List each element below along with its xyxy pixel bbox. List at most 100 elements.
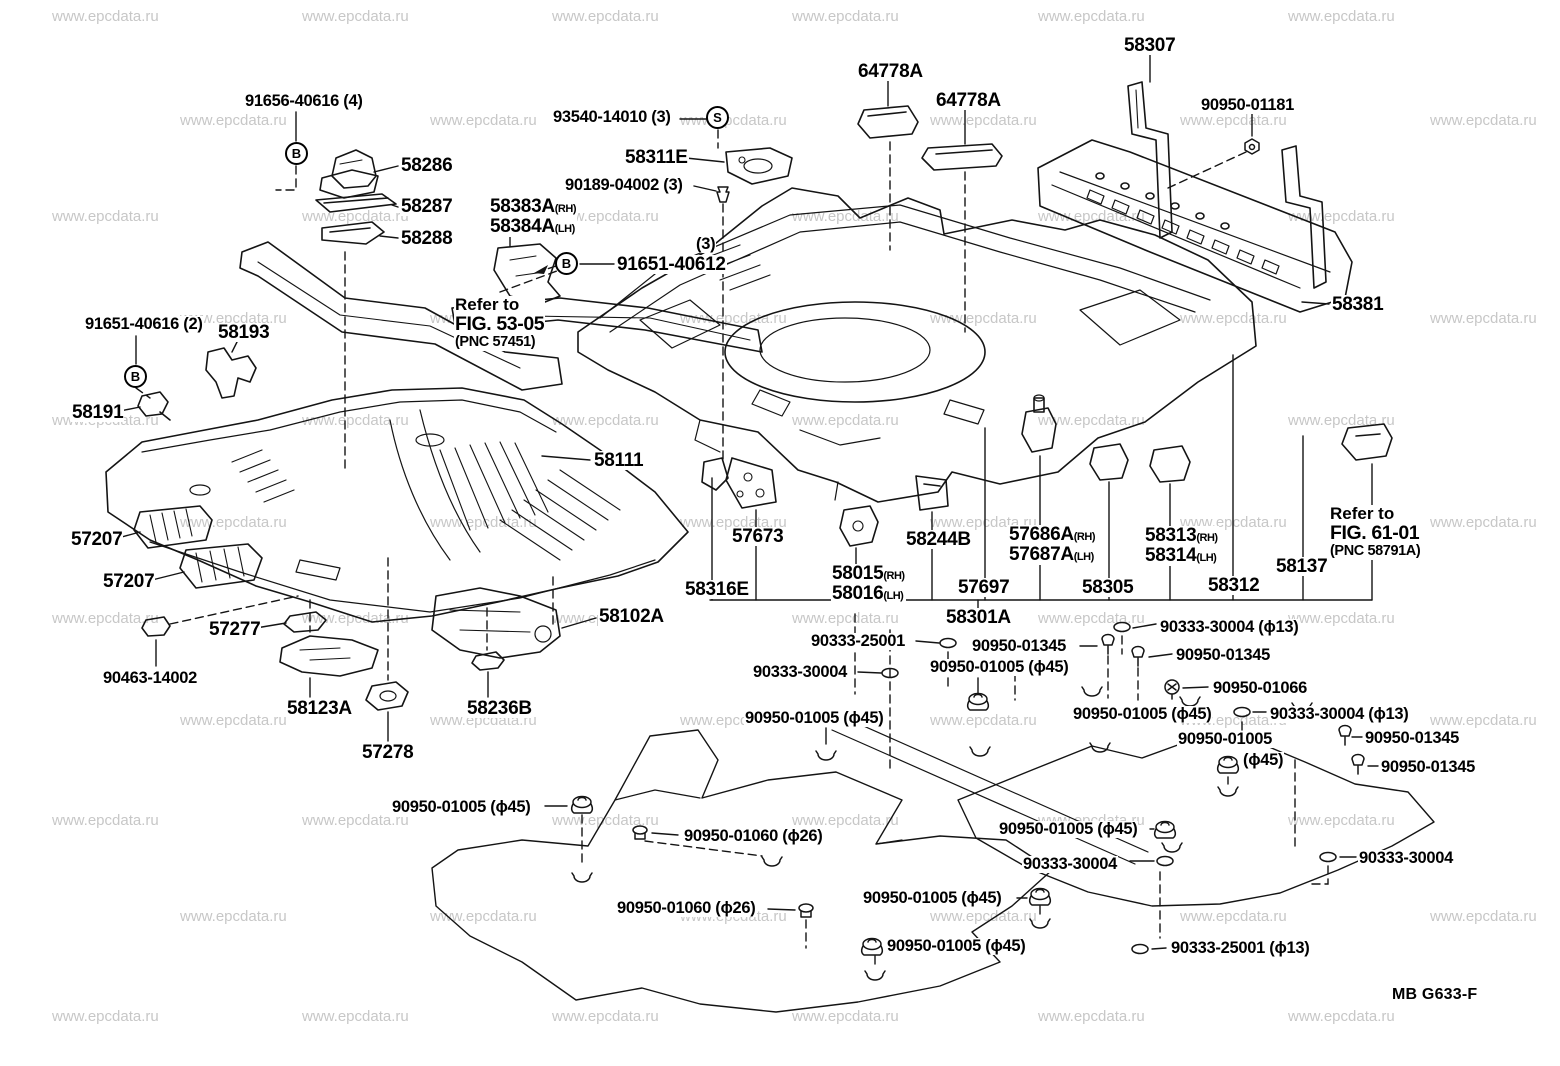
side-suffix: (LH) (1196, 552, 1217, 564)
fastener-label-90950-01005-c: 90950-01005 (ϕ45) (1072, 705, 1213, 723)
watermark: www.epcdata.ru (552, 1008, 659, 1025)
part-label-57278: 57278 (361, 742, 415, 763)
fastener-label-90950-01066: 90950-01066 (1212, 679, 1308, 697)
fastener-label-91651-40616: 91651-40616 (2) (84, 315, 204, 333)
fastener-label-90950-01005-h: 90950-01005 (ϕ45) (886, 937, 1027, 955)
part-label-58287: 58287 (400, 196, 454, 217)
fastener-label-90950-01005-a: 90950-01005 (ϕ45) (929, 658, 1070, 676)
part-label-57686A-57687A: 57686A(RH)57687A(LH) (1008, 524, 1096, 565)
watermark: www.epcdata.ru (52, 812, 159, 829)
part-label-58307: 58307 (1123, 35, 1177, 56)
fastener-label-90189-04002: 90189-04002 (3) (564, 176, 684, 194)
side-suffix: (RH) (554, 203, 577, 215)
watermark: www.epcdata.ru (302, 8, 409, 25)
fastener-label-90950-01005-e: 90950-01005 (ϕ45) (391, 798, 532, 816)
part-label-57207-1: 57207 (70, 529, 124, 550)
watermark: www.epcdata.ru (302, 610, 409, 627)
fastener-label-90950-01060-b: 90950-01060 (ϕ26) (616, 899, 757, 917)
watermark: www.epcdata.ru (792, 812, 899, 829)
fastener-label-90950-01005-d: 90950-01005 (1177, 730, 1273, 748)
fastener-label-90333-30004-d: 90333-30004 (1022, 855, 1118, 873)
watermark: www.epcdata.ru (930, 712, 1037, 729)
watermark: www.epcdata.ru (1288, 812, 1395, 829)
text-label-drawing-code: MB G633-F (1391, 986, 1479, 1003)
part-label-58193: 58193 (217, 322, 271, 343)
watermark: www.epcdata.ru (52, 610, 159, 627)
part-label-58123A: 58123A (286, 698, 353, 719)
fastener-label-91651-40612: 91651-40612 (616, 254, 727, 275)
part-label-58286: 58286 (400, 155, 454, 176)
part-label-57277: 57277 (208, 619, 262, 640)
watermark: www.epcdata.ru (1288, 412, 1395, 429)
fastener-label-90950-01005-d2: (ϕ45) (1242, 751, 1285, 769)
fastener-label-90950-01345-b: 90950-01345 (1175, 646, 1271, 664)
fastener-label-93540-14010: 93540-14010 (3) (552, 108, 672, 126)
watermark: www.epcdata.ru (1180, 310, 1287, 327)
fastener-label-90950-01345-c: 90950-01345 (1364, 729, 1460, 747)
fastener-label-90950-01345-d: 90950-01345 (1380, 758, 1476, 776)
watermark: www.epcdata.ru (302, 208, 409, 225)
part-label-58137: 58137 (1275, 556, 1329, 577)
part-label-57207-2: 57207 (102, 571, 156, 592)
watermark: www.epcdata.ru (180, 514, 287, 531)
fastener-label-90333-30004-b: 90333-30004 (ϕ13) (1159, 618, 1300, 636)
part-label-64778A-2: 64778A (935, 90, 1002, 111)
part-label-58316E: 58316E (684, 579, 750, 600)
watermark: www.epcdata.ru (180, 712, 287, 729)
watermark: www.epcdata.ru (552, 412, 659, 429)
watermark: www.epcdata.ru (930, 112, 1037, 129)
watermark: www.epcdata.ru (552, 208, 659, 225)
watermark: www.epcdata.ru (1430, 908, 1537, 925)
watermark: www.epcdata.ru (792, 1008, 899, 1025)
circled-bolt-symbol: B (124, 365, 147, 388)
side-suffix: (LH) (554, 223, 576, 235)
watermark: www.epcdata.ru (302, 412, 409, 429)
watermark: www.epcdata.ru (1180, 112, 1287, 129)
watermark: www.epcdata.ru (1038, 412, 1145, 429)
watermark: www.epcdata.ru (680, 514, 787, 531)
watermark: www.epcdata.ru (1038, 1008, 1145, 1025)
watermark: www.epcdata.ru (792, 412, 899, 429)
side-suffix: (RH) (1073, 531, 1096, 543)
part-label-58305: 58305 (1081, 577, 1135, 598)
part-label-58301A: 58301A (945, 607, 1012, 628)
part-label-58244B: 58244B (905, 529, 972, 550)
fastener-label-90950-01005-f: 90950-01005 (ϕ45) (998, 820, 1139, 838)
watermark: www.epcdata.ru (1288, 8, 1395, 25)
watermark: www.epcdata.ru (930, 310, 1037, 327)
side-suffix: (LH) (1073, 551, 1095, 563)
watermark: www.epcdata.ru (1430, 514, 1537, 531)
watermark: www.epcdata.ru (1288, 208, 1395, 225)
watermark: www.epcdata.ru (1430, 310, 1537, 327)
watermark: www.epcdata.ru (302, 812, 409, 829)
watermark: www.epcdata.ru (52, 8, 159, 25)
side-suffix: (LH) (883, 590, 904, 602)
fastener-label-90950-01181: 90950-01181 (1200, 96, 1296, 114)
watermark: www.epcdata.ru (180, 112, 287, 129)
fastener-label-90950-01005-b: 90950-01005 (ϕ45) (744, 709, 885, 727)
part-label-58288: 58288 (400, 228, 454, 249)
part-label-58111: 58111 (593, 450, 645, 471)
fastener-label-90333-25001-b: 90333-25001 (ϕ13) (1170, 939, 1311, 957)
part-label-58236B: 58236B (466, 698, 533, 719)
watermark: www.epcdata.ru (552, 8, 659, 25)
side-suffix: (RH) (1196, 532, 1218, 544)
quantity-label-qty-3: (3) (695, 235, 717, 253)
watermark: www.epcdata.ru (1038, 8, 1145, 25)
fastener-label-91656-40616: 91656-40616 (4) (244, 92, 364, 110)
circled-bolt-symbol: B (555, 252, 578, 275)
fastener-label-90333-30004-a: 90333-30004 (752, 663, 848, 681)
fastener-label-90333-30004-e: 90333-30004 (1358, 849, 1454, 867)
part-label-58311E: 58311E (624, 147, 689, 168)
part-label-57697: 57697 (957, 577, 1011, 598)
fastener-label-90333-30004-c: 90333-30004 (ϕ13) (1269, 705, 1410, 723)
part-label-58313-58314: 58313(RH)58314(LH) (1144, 525, 1219, 566)
watermark: www.epcdata.ru (302, 1008, 409, 1025)
watermark: www.epcdata.ru (52, 1008, 159, 1025)
part-label-57673: 57673 (731, 526, 785, 547)
part-label-58381: 58381 (1331, 294, 1385, 315)
watermark: www.epcdata.ru (1430, 112, 1537, 129)
